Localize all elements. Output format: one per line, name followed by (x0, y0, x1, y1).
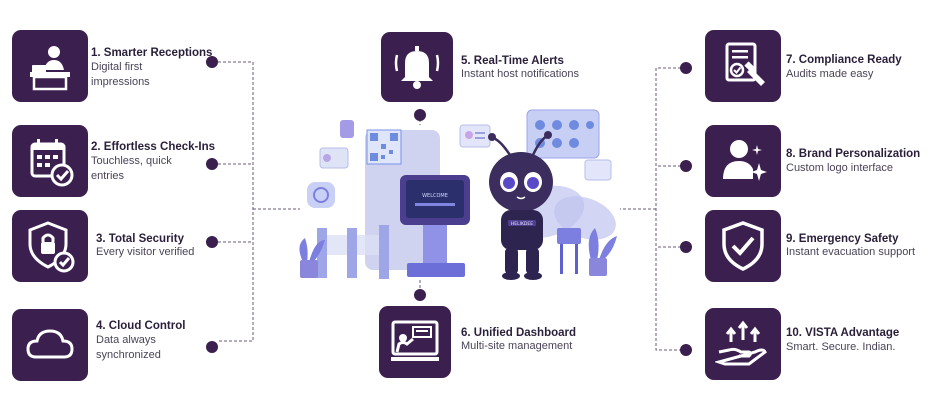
bell-icon (381, 32, 453, 102)
dashboard-presenter-icon (379, 306, 451, 378)
feature-4-description: Data always synchronized (96, 334, 161, 361)
connector-dot-5 (414, 109, 426, 121)
reception-desk-icon (12, 30, 88, 102)
feature-9-description: Instant evacuation support (786, 246, 916, 258)
feature-8-title: 8. Brand Personalization (786, 148, 921, 160)
connector-dot-1 (206, 56, 218, 68)
feature-1-description: Digital first impressions (91, 61, 150, 88)
feature-2-description: Touchless, quick entries (91, 155, 172, 182)
connector-dot-9 (680, 241, 692, 253)
connector-dot-6 (414, 289, 426, 301)
hand-growth-icon (705, 308, 781, 380)
feature-2-title: 2. Effortless Check-Ins (91, 141, 215, 153)
cloud-icon (12, 309, 88, 381)
feature-5-title: 5. Real-Time Alerts (461, 55, 564, 67)
feature-8-description: Custom logo interface (786, 162, 893, 174)
calendar-check-icon (12, 125, 88, 197)
feature-6-title: 6. Unified Dashboard (461, 327, 577, 339)
feature-9-title: 9. Emergency Safety (786, 233, 899, 245)
feature-5-description: Instant host notifications (461, 68, 580, 80)
connector-dot-2 (206, 158, 218, 170)
document-certificate-icon (705, 30, 781, 102)
feature-10-title: 10. VISTA Advantage (786, 327, 900, 339)
svg-text:HELIKDEE: HELIKDEE (511, 221, 533, 227)
shield-lock-icon (12, 210, 88, 282)
feature-4-title: 4. Cloud Control (96, 320, 186, 332)
connector-dot-8 (680, 160, 692, 172)
feature-10-description: Smart. Secure. Indian. (786, 341, 896, 353)
connector-dot-4 (206, 341, 218, 353)
user-sparkle-icon (705, 125, 781, 197)
feature-7-description: Audits made easy (786, 68, 874, 80)
feature-3-title: 3. Total Security (96, 233, 184, 245)
feature-7-title: 7. Compliance Ready (786, 54, 902, 66)
svg-text:WELCOME: WELCOME (422, 193, 448, 199)
visitor-kiosk-mascot-icon: WELCOME HELIKDEE (299, 109, 617, 280)
feature-6-description: Multi-site management (461, 340, 573, 352)
connector-dot-3 (206, 236, 218, 248)
shield-check-icon (705, 210, 781, 282)
feature-1-title: 1. Smarter Receptions (91, 47, 213, 59)
connector-dot-10 (680, 344, 692, 356)
connector-dot-7 (680, 62, 692, 74)
feature-3-description: Every visitor verified (96, 246, 195, 258)
